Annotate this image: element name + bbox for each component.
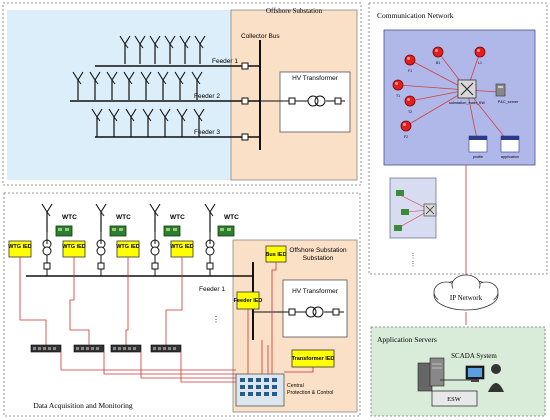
acquisition-device-1 bbox=[30, 344, 62, 353]
ellipsis-vertical: ⋮ bbox=[410, 253, 417, 260]
red-node-l1[interactable] bbox=[474, 46, 486, 58]
wtc-module-3 bbox=[163, 225, 181, 237]
feeder-3-label: Feeder 3 bbox=[194, 129, 220, 136]
wtc-module-1 bbox=[55, 225, 73, 237]
feeder-ied[interactable]: Feeder IED bbox=[234, 291, 263, 310]
esw-label: ESW bbox=[447, 396, 462, 403]
scada-label: SCADA System bbox=[451, 352, 497, 360]
wtc-module-2 bbox=[109, 225, 127, 237]
offshore-panel-border bbox=[2, 2, 362, 186]
collector-bus-label: Collector Bus bbox=[241, 33, 280, 40]
profile-label: profile bbox=[473, 155, 483, 159]
svg-text:⋮: ⋮ bbox=[410, 261, 417, 268]
wtg-ied-2-label: WTG IED bbox=[62, 244, 86, 250]
wtg-ied-4[interactable]: WTG IED bbox=[170, 240, 194, 258]
application-panel-icon[interactable] bbox=[500, 135, 520, 153]
turbine-bay-4 bbox=[204, 203, 216, 276]
bus-ied-label: Bus IED bbox=[265, 252, 286, 258]
wtg-ied-1[interactable]: WTG IED bbox=[8, 240, 32, 258]
wtg-ied-2[interactable]: WTG IED bbox=[62, 240, 86, 258]
node-label-t2: T2 bbox=[408, 110, 412, 114]
acq-feeder-label: Feeder 1 bbox=[199, 286, 225, 293]
central-pc-label: Central bbox=[287, 383, 304, 389]
operator-icon bbox=[488, 364, 504, 392]
acquisition-title: Data Acquisition and Monitoring bbox=[33, 401, 133, 410]
application-servers-title: Application Servers bbox=[377, 335, 437, 344]
substation-title: Offshore Substation bbox=[266, 7, 323, 15]
esw-box bbox=[431, 390, 478, 407]
acquisition-device-4 bbox=[150, 344, 182, 353]
wtg-ied-3[interactable]: WTG IED bbox=[116, 240, 140, 258]
subnet-node-icon bbox=[396, 190, 404, 196]
turbine-bay-1 bbox=[41, 203, 53, 276]
wtc-label-3: WTC bbox=[170, 214, 185, 221]
acq-offshore-substation-label: Offshore Substation bbox=[289, 247, 347, 254]
central-protection-control-panel[interactable] bbox=[235, 373, 285, 407]
red-node-t1[interactable] bbox=[392, 79, 404, 91]
node-label-f1: F1 bbox=[408, 69, 412, 73]
wtc-label-2: WTC bbox=[116, 214, 131, 221]
wtc-module-4 bbox=[217, 225, 235, 237]
acq-substation-label-2: Substation bbox=[303, 255, 334, 262]
acq-hv-transformer-label: HV Transformer bbox=[292, 288, 339, 295]
sea-area bbox=[7, 10, 231, 180]
node-label-f2: F2 bbox=[404, 135, 408, 139]
wtg-ied-3-label: WTG IED bbox=[116, 244, 140, 250]
communication-panel-border bbox=[368, 2, 548, 275]
feeder-ied-label: Feeder IED bbox=[234, 298, 263, 304]
scada-workstation-icon[interactable] bbox=[465, 365, 485, 382]
ip-network-label: IP Network bbox=[450, 294, 483, 302]
red-node-f2[interactable] bbox=[400, 120, 412, 132]
acquisition-links bbox=[19, 257, 314, 383]
acquisition-device-3 bbox=[110, 344, 142, 353]
red-node-b1[interactable] bbox=[432, 46, 444, 58]
hv-transformer-label: HV Transformer bbox=[292, 75, 339, 82]
node-label-b1: B1 bbox=[436, 61, 440, 65]
node-label-l1: L1 bbox=[478, 61, 482, 65]
server-icon[interactable] bbox=[495, 83, 506, 97]
central-pc-label-2: Protection & Control bbox=[287, 390, 333, 396]
server-label: P&C_server bbox=[498, 100, 519, 104]
application-label: application bbox=[501, 155, 519, 159]
turbine-bay-2 bbox=[95, 203, 107, 276]
node-label-t1: T1 bbox=[396, 94, 400, 98]
wtg-ied-4-label: WTG IED bbox=[170, 244, 194, 250]
transformer-ied[interactable]: Transformer IED bbox=[291, 349, 335, 368]
feeder-1-label: Feeder 1 bbox=[212, 58, 238, 65]
bus-ied[interactable]: Bus IED bbox=[265, 245, 287, 263]
wtc-label-1: WTC bbox=[62, 214, 77, 221]
turbine-bay-3 bbox=[149, 203, 161, 276]
wtg-ied-1-label: WTG IED bbox=[8, 244, 32, 250]
switch-label: substation_main_SW bbox=[449, 101, 485, 105]
communication-title: Communication Network bbox=[377, 11, 454, 20]
substation-switch-icon[interactable] bbox=[457, 79, 477, 99]
transformer-ied-label: Transformer IED bbox=[292, 356, 335, 362]
wtc-label-4: WTC bbox=[224, 214, 239, 221]
red-node-t2[interactable] bbox=[404, 95, 416, 107]
profile-panel-icon[interactable] bbox=[468, 135, 488, 153]
acquisition-panel-border bbox=[3, 192, 361, 417]
acq-more-feeders: ⋮ bbox=[212, 315, 220, 324]
acquisition-device-2 bbox=[73, 344, 105, 353]
server-rack-icon bbox=[417, 357, 445, 392]
red-node-f1[interactable] bbox=[404, 54, 416, 66]
feeder-2-label: Feeder 2 bbox=[194, 93, 220, 100]
ip-network-cloud bbox=[433, 274, 499, 311]
